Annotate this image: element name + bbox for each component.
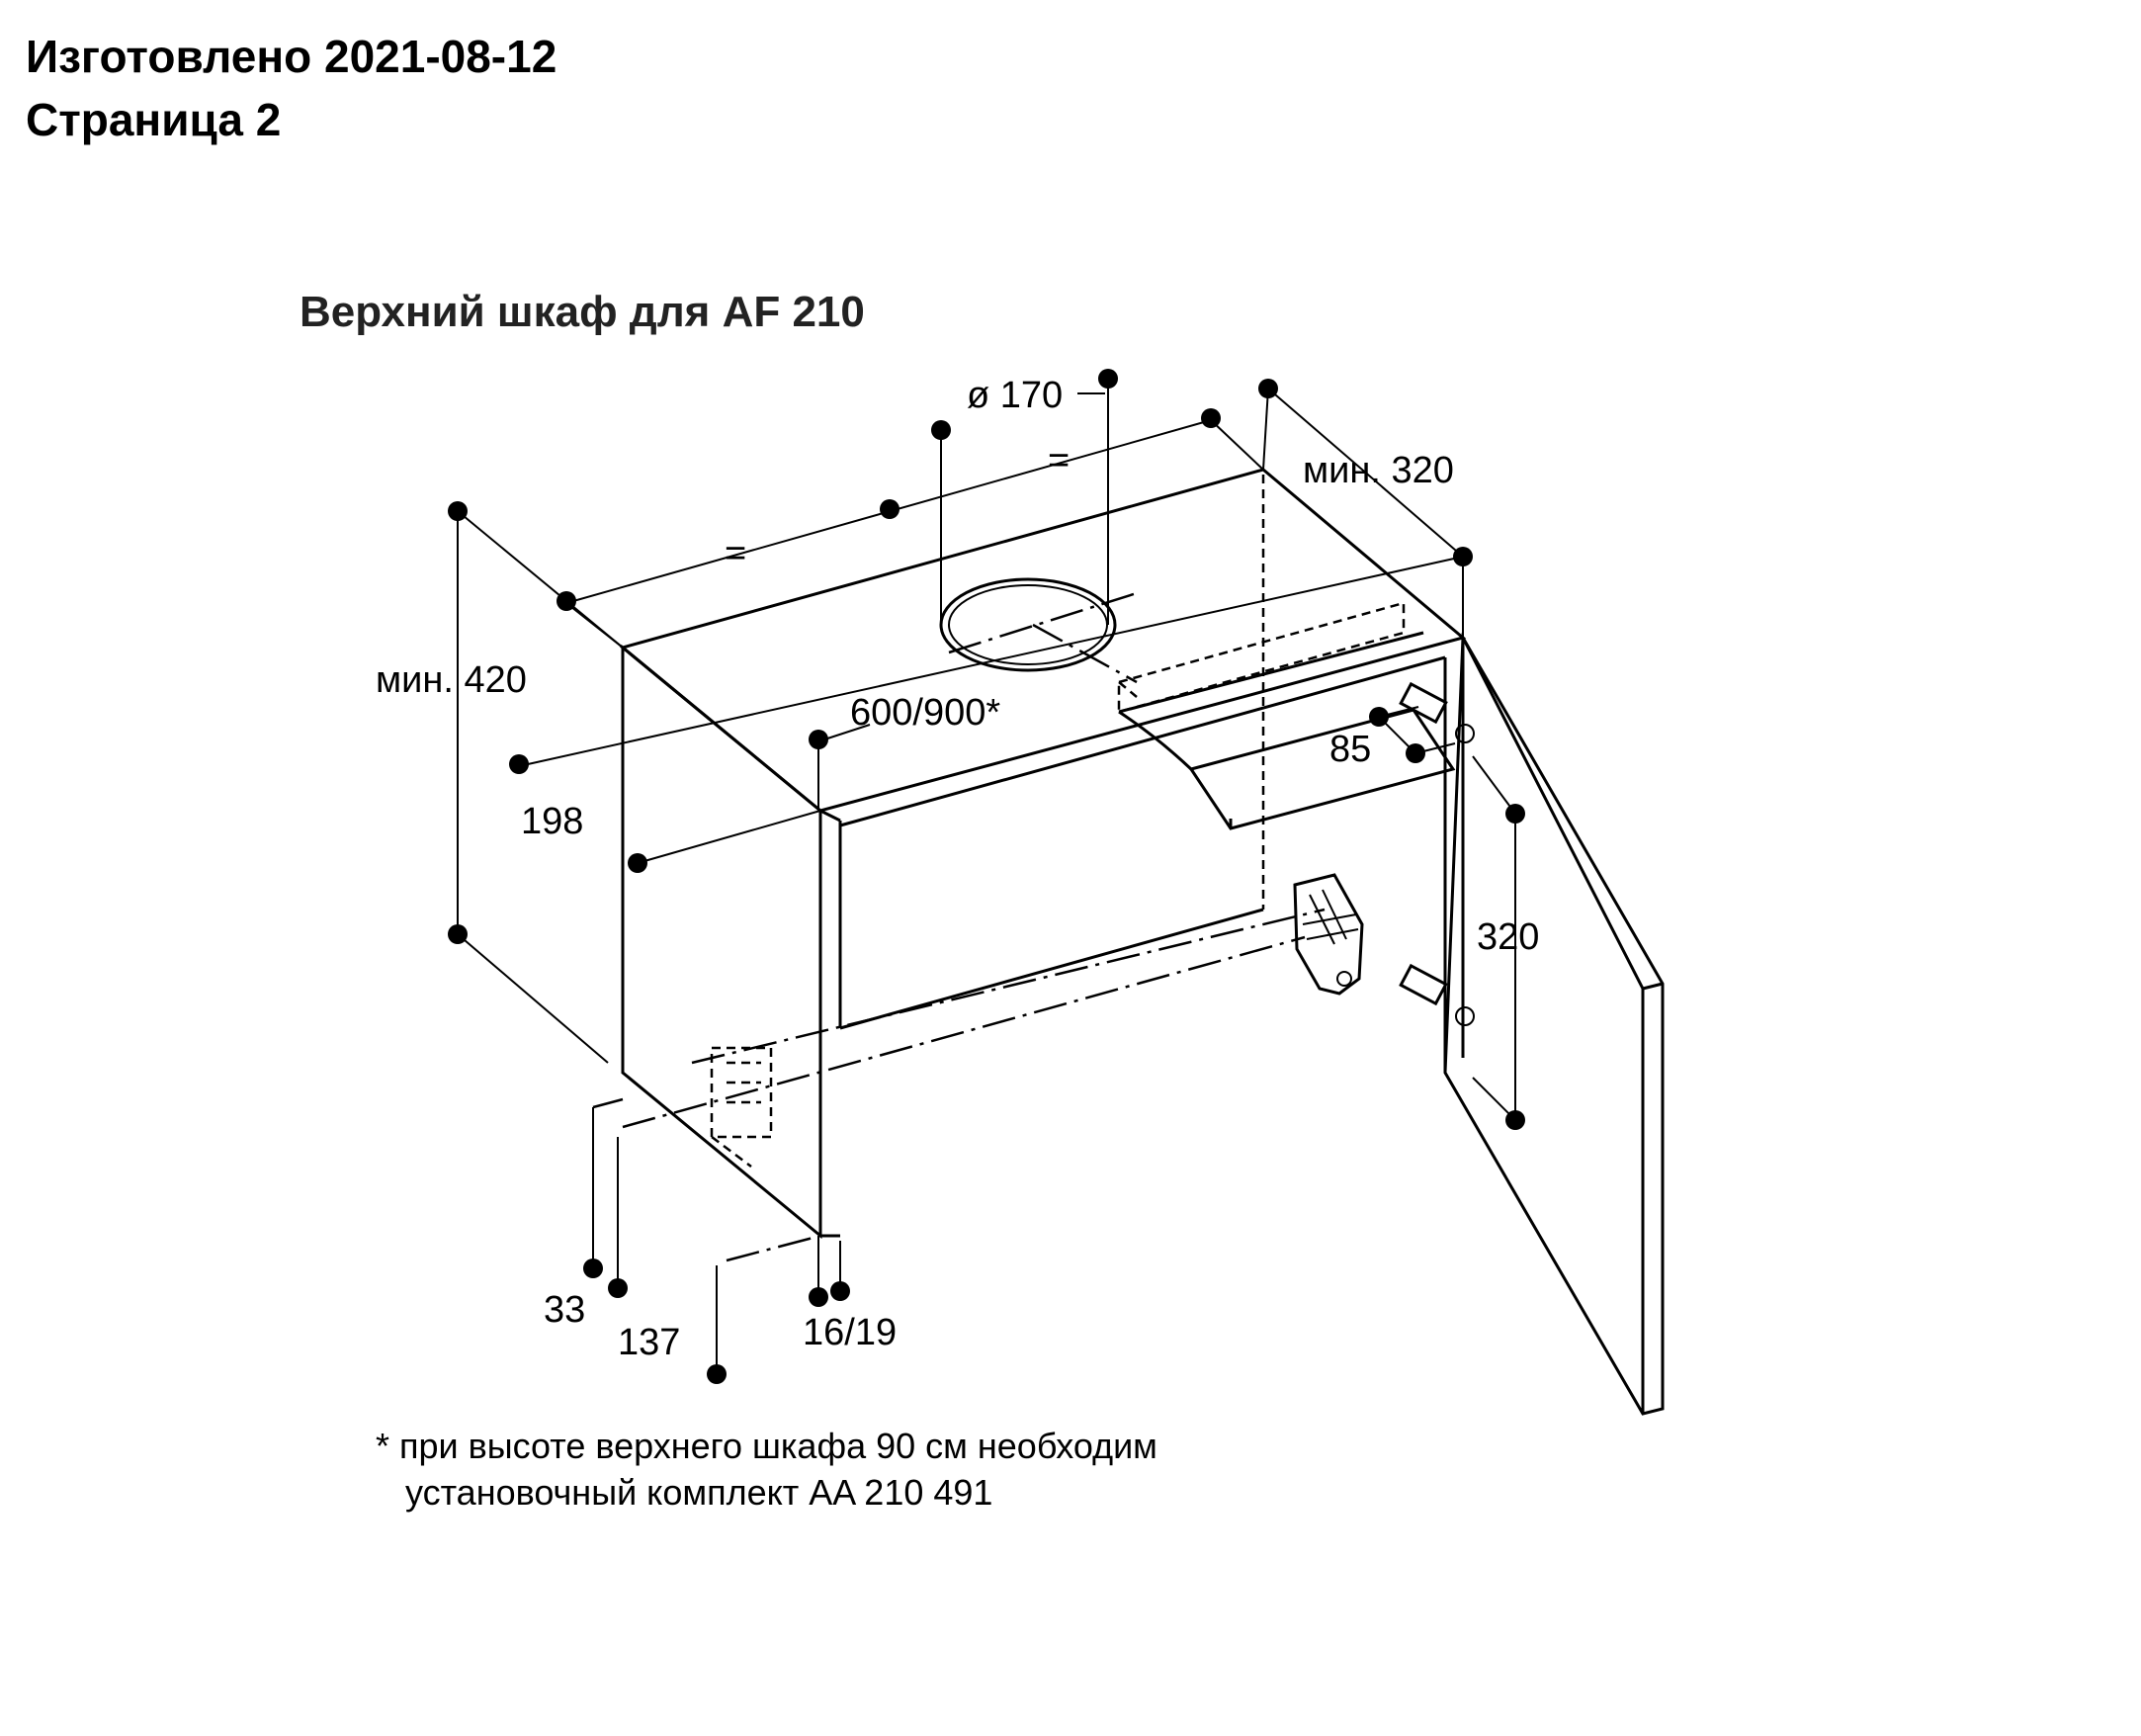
- label-thickness: 16/19: [803, 1312, 897, 1353]
- page-number: Страница 2: [26, 94, 282, 145]
- footnote-line-1: * при высоте верхнего шкафа 90 см необхо…: [376, 1426, 1157, 1466]
- diagram-title: Верхний шкаф для AF 210: [300, 288, 865, 336]
- door-hinges: [1399, 681, 1475, 1026]
- label-equal-left: =: [725, 533, 746, 574]
- label-min-height: мин. 420: [376, 659, 527, 701]
- label-198: 198: [521, 801, 583, 842]
- hood-module: [1117, 601, 1456, 830]
- label-min-depth: мин. 320: [1303, 450, 1454, 491]
- door-panel: [1443, 632, 1665, 1416]
- label-320: 320: [1477, 916, 1539, 958]
- label-33: 33: [544, 1289, 585, 1331]
- mounting-bracket-left: [710, 1046, 773, 1168]
- manufactured-date: Изготовлено 2021-08-12: [26, 31, 557, 82]
- dimension-lines: [457, 381, 1516, 1374]
- cabinet-door: [1443, 632, 1665, 1416]
- label-diameter: ø 170: [967, 375, 1063, 416]
- label-137: 137: [618, 1322, 680, 1363]
- label-85: 85: [1329, 729, 1371, 770]
- label-width: 600/900*: [850, 692, 1000, 734]
- dimension-dots: [448, 369, 1525, 1384]
- mounting-bracket-right: [1293, 873, 1364, 996]
- label-equal-right: =: [1048, 440, 1070, 481]
- footnote-line-2: установочный комплект AA 210 491: [405, 1472, 992, 1513]
